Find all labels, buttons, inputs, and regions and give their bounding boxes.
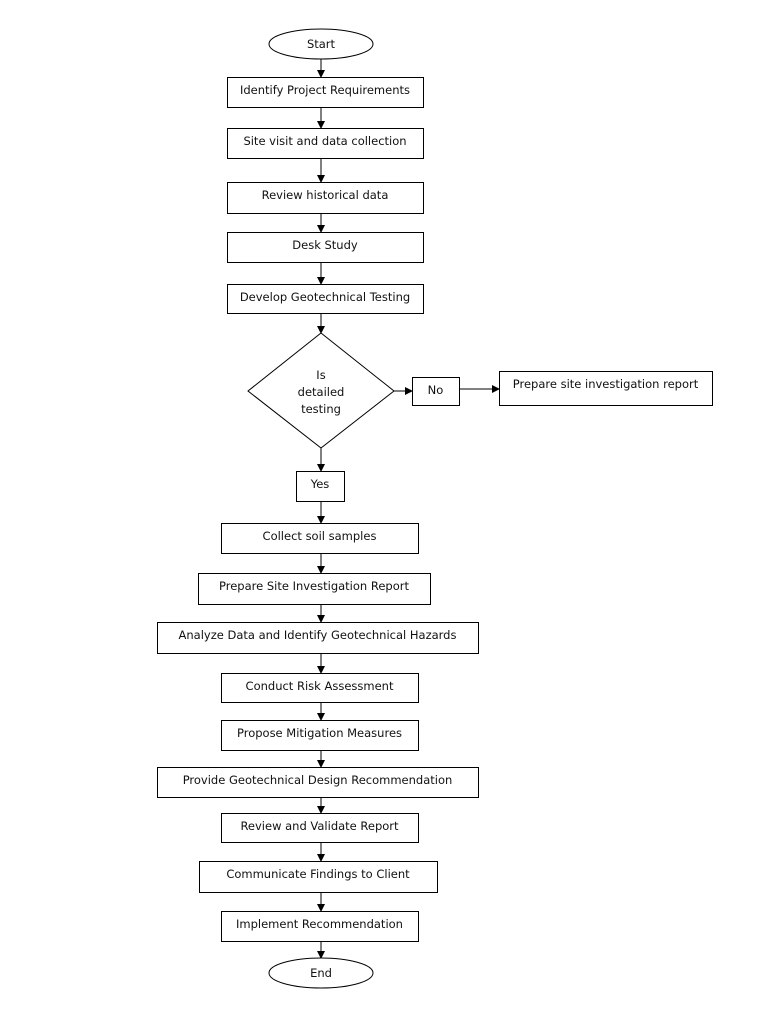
process-step: Conduct Risk Assessment [221,673,419,703]
no-branch-label: No [428,383,444,397]
connectors [317,59,500,959]
end-terminal-label: End [310,966,332,980]
no-outcome-step-label: Prepare site investigation report [513,377,699,391]
decision-diamond [247,332,395,449]
process-step-box [221,911,419,942]
process-step-box [227,232,424,263]
no-outcome-step-box [499,371,713,406]
process-step: Collect soil samples [221,523,419,554]
process-step: Review historical data [227,182,424,214]
process-step: Provide Geotechnical Design Recommendati… [157,767,479,798]
start-terminal: Start [268,28,374,60]
process-step: Desk Study [227,232,424,263]
decision-label: detailed [298,385,345,399]
process-step-label: Implement Recommendation [236,917,403,931]
process-step: Site visit and data collection [227,128,424,159]
process-step-label: Analyze Data and Identify Geotechnical H… [179,628,457,642]
end-terminal-shape [268,957,374,989]
process-step: Communicate Findings to Client [199,861,438,893]
process-step-box [221,673,419,703]
process-step-box [198,573,431,605]
process-step-label: Collect soil samples [263,529,377,543]
no-outcome-step: Prepare site investigation report [499,371,713,406]
process-step-label: Provide Geotechnical Design Recommendati… [183,773,453,787]
yes-branch: Yes [296,471,345,502]
process-step: Identify Project Requirements [227,77,424,108]
no-branch: No [412,377,460,406]
process-step-box [221,523,419,554]
process-step-box [227,182,424,214]
yes-branch-box [296,471,345,502]
process-step: Develop Geotechnical Testing [227,284,424,314]
process-step-box [199,861,438,893]
process-step-box [221,720,419,751]
end-terminal: End [268,957,374,989]
process-step: Prepare Site Investigation Report [198,573,431,605]
process-step-label: Conduct Risk Assessment [246,679,394,693]
process-step-label: Prepare Site Investigation Report [219,579,409,593]
process-step-box [227,284,424,314]
decision-label: testing [301,402,341,416]
process-step-label: Site visit and data collection [243,134,406,148]
process-step-label: Communicate Findings to Client [226,867,410,881]
process-step: Analyze Data and Identify Geotechnical H… [157,622,479,654]
process-step-box [157,767,479,798]
process-step: Implement Recommendation [221,911,419,942]
process-step-label: Desk Study [292,238,358,252]
process-step-box [227,128,424,159]
process-step-box [157,622,479,654]
start-terminal-shape [268,28,374,60]
process-step-label: Develop Geotechnical Testing [240,290,410,304]
start-terminal-label: Start [307,37,336,51]
process-step-box [227,77,424,108]
no-branch-box [412,377,460,406]
process-step: Review and Validate Report [221,813,419,843]
decision-node: Is detailed testing [247,332,395,449]
process-step: Propose Mitigation Measures [221,720,419,751]
decision-label: Is [316,368,325,382]
process-step-label: Identify Project Requirements [240,83,410,97]
process-step-label: Review and Validate Report [240,819,399,833]
process-step-label: Propose Mitigation Measures [237,726,402,740]
process-step-label: Review historical data [262,188,389,202]
yes-branch-label: Yes [310,477,330,491]
process-step-box [221,813,419,843]
